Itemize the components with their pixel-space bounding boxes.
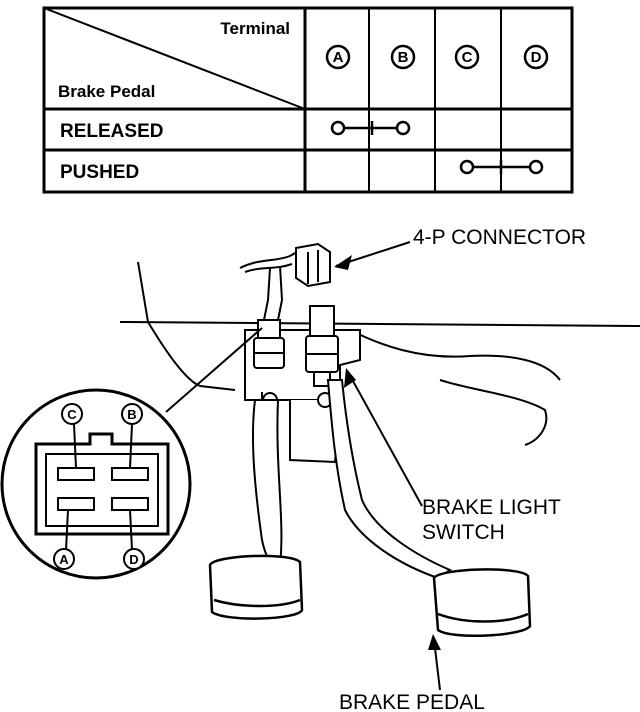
continuity-c-d [459, 159, 544, 175]
brake-pedal-pad [432, 568, 532, 637]
brake-pedal-arm [326, 379, 453, 580]
svg-text:B: B [398, 49, 409, 66]
connector-detail-view [0, 388, 192, 580]
svg-text:C: C [462, 49, 473, 66]
pin-d-label: D [123, 548, 145, 570]
brake-pedal-header: Brake Pedal [58, 82, 155, 101]
switch-callout-line2: SWITCH [422, 521, 505, 544]
terminal-c-header: C [454, 44, 480, 70]
svg-text:A: A [333, 49, 344, 66]
switch-callout-line1: BRAKE LIGHT [422, 496, 561, 519]
svg-text:A: A [59, 552, 69, 567]
pedal-callout: BRAKE PEDAL [339, 691, 485, 712]
continuity-table [42, 6, 574, 194]
svg-text:C: C [67, 407, 77, 422]
terminal-a-header: A [325, 44, 351, 70]
row-label-released: RELEASED [60, 121, 163, 142]
header-diagonal [43, 7, 306, 110]
pin-a-label: A [53, 548, 75, 570]
continuity-a-b [330, 120, 411, 136]
brake-light-switch [305, 305, 339, 387]
row-label-pushed: PUSHED [60, 162, 139, 183]
terminal-b-header: B [390, 44, 416, 70]
pin-c-label: C [61, 403, 83, 425]
terminal-d-header: D [523, 44, 549, 70]
clutch-pedal-pad [208, 554, 304, 620]
clutch-switch [253, 319, 285, 369]
terminal-header: Terminal [220, 19, 290, 38]
pin-b-label: B [121, 403, 143, 425]
svg-text:D: D [129, 552, 138, 567]
leader-lines [165, 241, 441, 691]
leader-arrowheads [334, 255, 441, 650]
clutch-pedal-arm [252, 399, 283, 566]
four-pin-connector [295, 242, 331, 288]
svg-text:B: B [127, 407, 136, 422]
connector-callout: 4-P CONNECTOR [413, 226, 586, 249]
svg-text:D: D [531, 49, 542, 66]
dashboard-outline [119, 261, 640, 446]
